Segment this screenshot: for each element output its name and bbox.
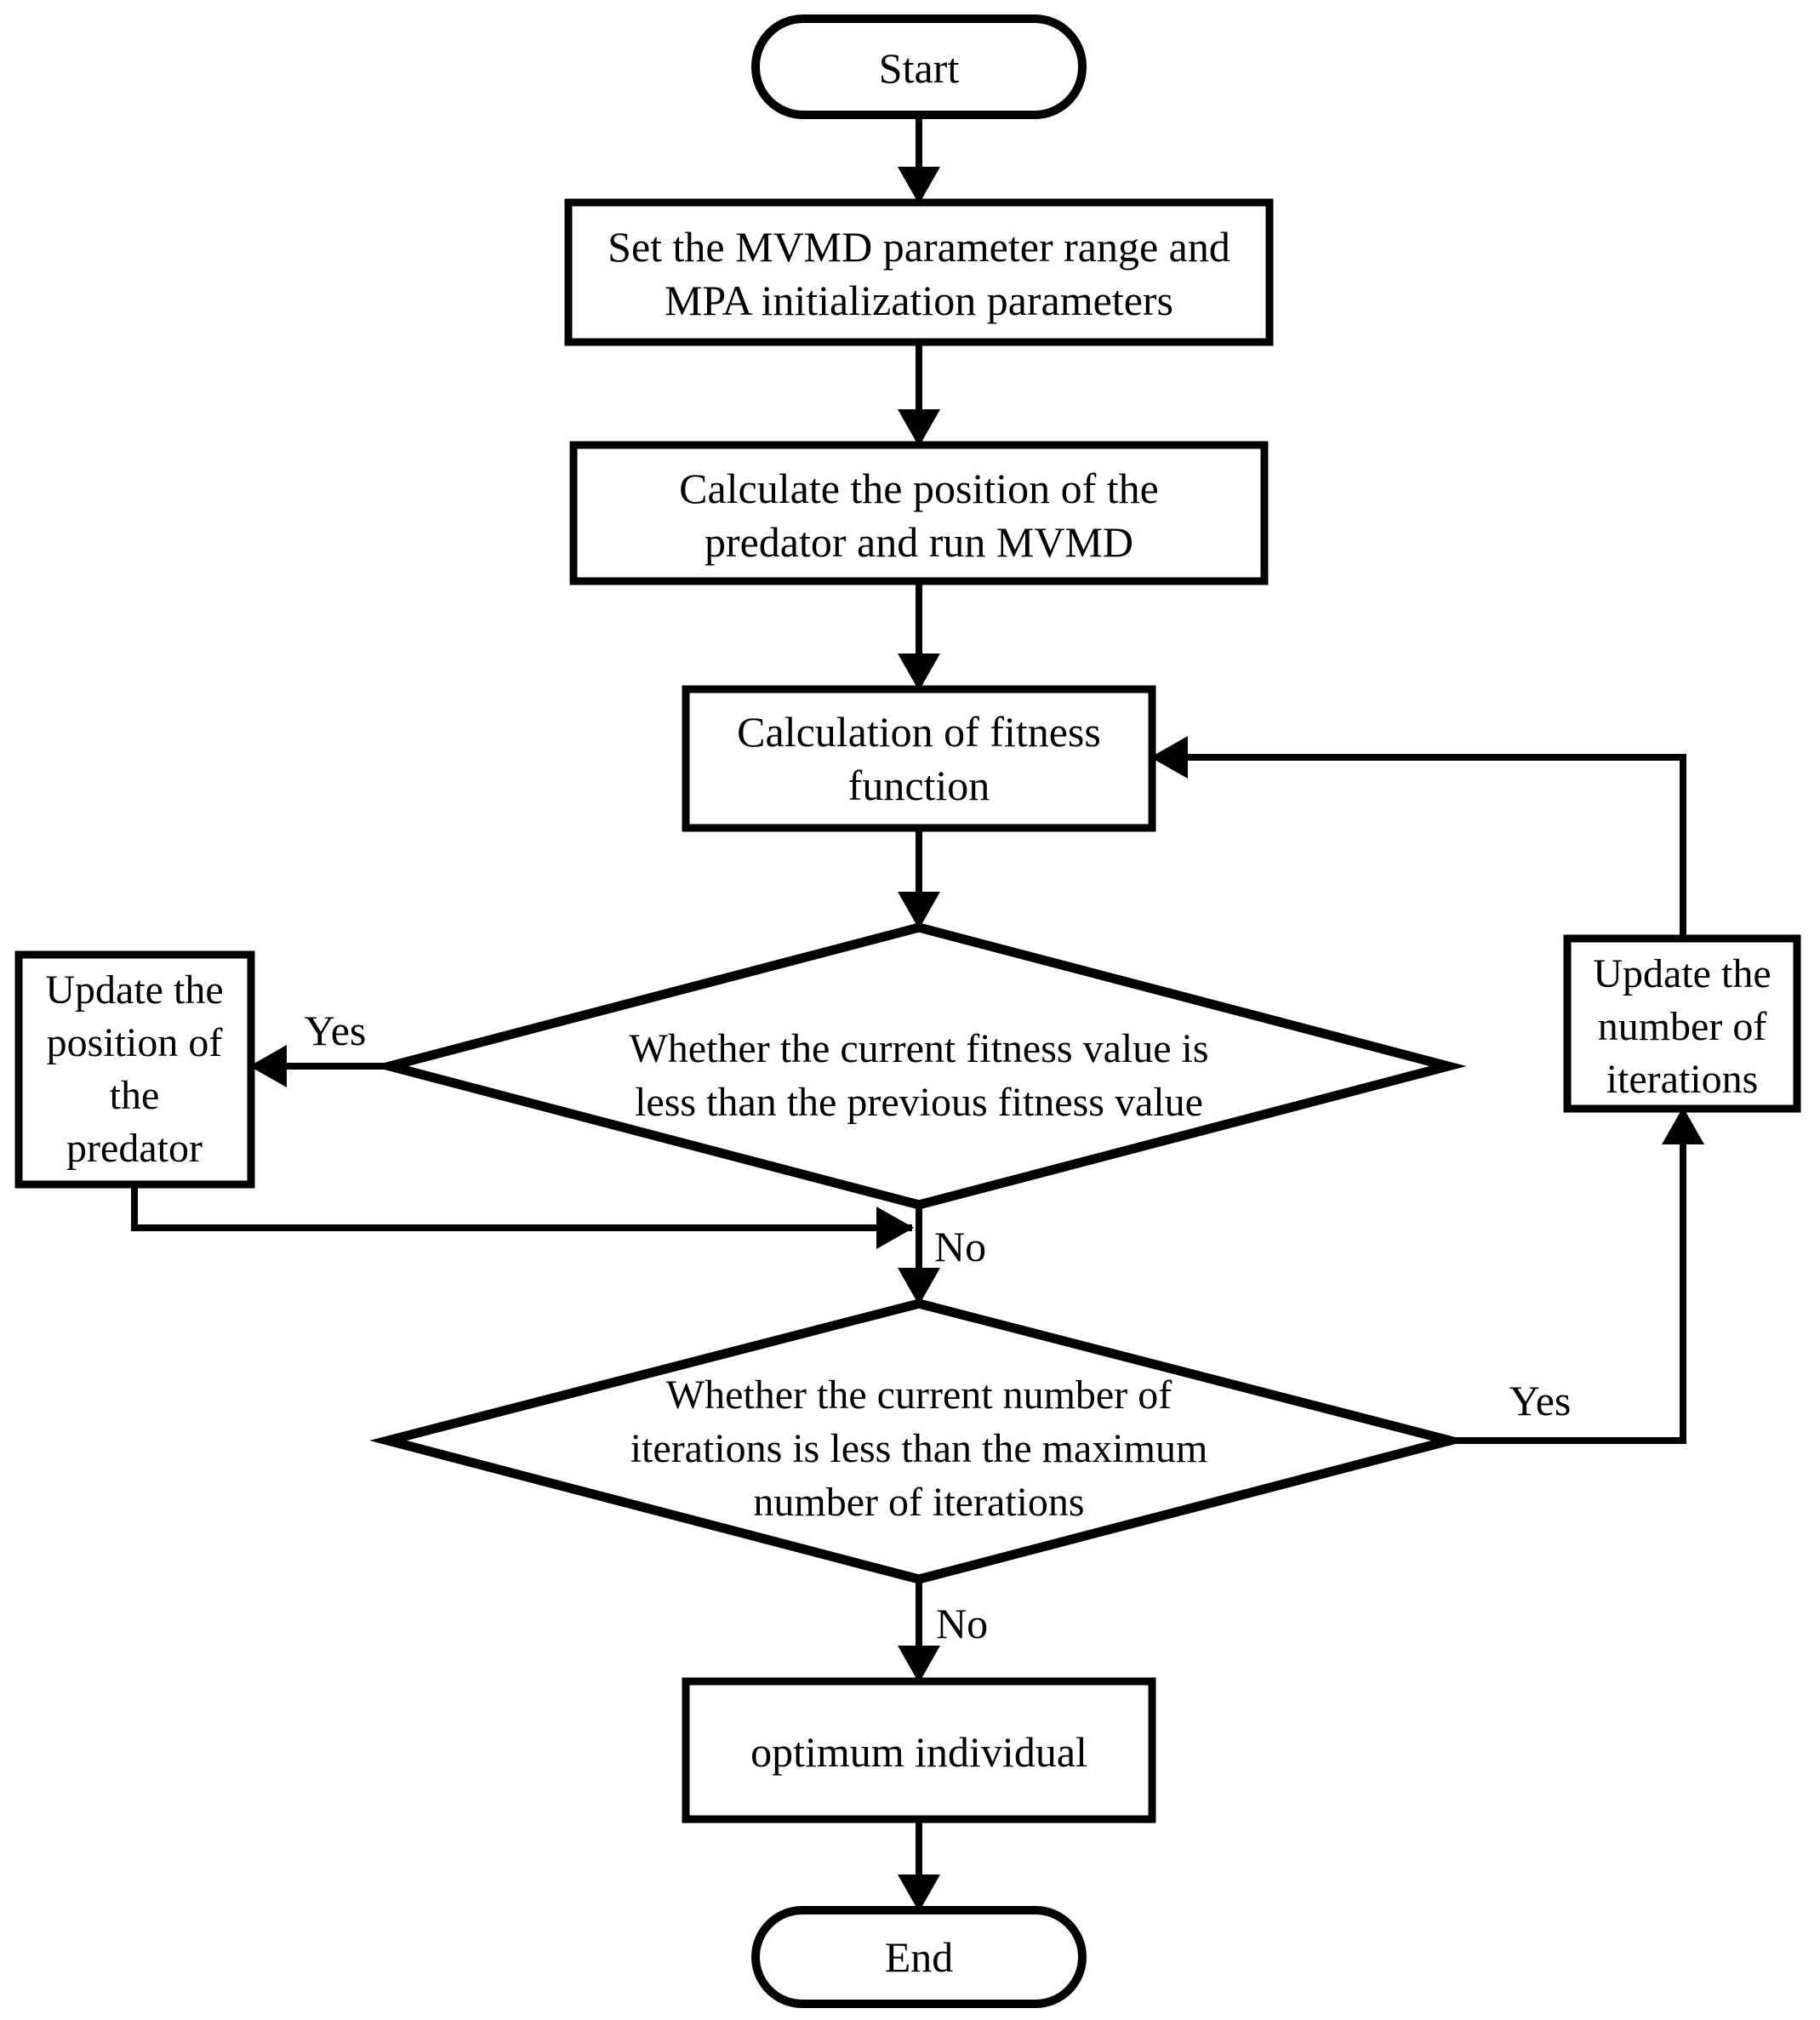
connector-update-iterations-to-fitness — [1150, 736, 1686, 939]
node-update-iterations: Update the number of iterations — [1563, 934, 1801, 1113]
node-start: Start — [751, 14, 1087, 119]
update-predator-line-3: the — [110, 1073, 160, 1118]
node-decision-iterations: Whether the current number of iterations… — [369, 1298, 1469, 1584]
update-predator-line-4: predator — [66, 1126, 203, 1171]
update-predator-line-1: Update the — [45, 967, 223, 1013]
set-params-process-shape — [564, 198, 1274, 346]
decision-iterations-line-2: iterations is less than the maximum — [630, 1426, 1208, 1471]
node-set-params: Set the MVMD parameter range and MPA ini… — [564, 198, 1274, 346]
decision-fitness-diamond-shape — [371, 922, 1467, 1210]
decision-iterations-diamond-shape — [369, 1298, 1469, 1584]
decision-fitness-line-2: less than the previous fitness value — [635, 1080, 1203, 1125]
update-iterations-line-3: iterations — [1606, 1057, 1759, 1102]
edge-label-iterations-yes: Yes — [1509, 1377, 1572, 1424]
update-predator-process-shape — [14, 950, 255, 1189]
update-predator-line-2: position of — [47, 1020, 223, 1065]
node-calc-position: Calculate the position of the predator a… — [569, 441, 1269, 585]
optimum-process-shape — [682, 1677, 1156, 1823]
end-label: End — [885, 1933, 954, 1981]
calc-position-line-1: Calculate the position of the — [679, 465, 1159, 512]
node-end: End — [751, 1906, 1087, 2008]
edge-label-fitness-yes: Yes — [305, 1007, 367, 1054]
decision-iterations-line-3: number of iterations — [753, 1480, 1084, 1525]
node-update-predator: Update the position of the predator — [14, 950, 255, 1189]
connector-update-predator-to-no-junction — [131, 1184, 914, 1249]
update-iterations-line-2: number of — [1598, 1004, 1767, 1049]
calc-position-process-shape — [569, 441, 1269, 585]
decision-iterations-line-1: Whether the current number of — [666, 1372, 1172, 1418]
start-label: Start — [879, 44, 960, 92]
node-fitness: Calculation of fitness function — [682, 685, 1156, 832]
decision-fitness-line-1: Whether the current fitness value is — [629, 1026, 1208, 1071]
fitness-process-shape — [682, 685, 1156, 832]
optimum-label: optimum individual — [750, 1728, 1087, 1776]
end-terminator-shape — [751, 1906, 1087, 2008]
edge-label-fitness-no: No — [934, 1223, 986, 1270]
node-optimum: optimum individual — [682, 1677, 1156, 1823]
update-iterations-process-shape — [1563, 934, 1801, 1113]
connector-decision-iterations-yes-to-update-iterations — [1450, 1107, 1704, 1444]
start-terminator-shape — [751, 14, 1087, 119]
update-iterations-line-1: Update the — [1593, 951, 1771, 996]
set-params-line-1: Set the MVMD parameter range and — [608, 223, 1230, 271]
edge-label-iterations-no: No — [936, 1600, 988, 1647]
fitness-line-1: Calculation of fitness — [737, 708, 1101, 756]
fitness-line-2: function — [848, 762, 990, 809]
set-params-line-2: MPA initialization parameters — [665, 277, 1173, 324]
node-decision-fitness: Whether the current fitness value is les… — [371, 922, 1467, 1210]
calc-position-line-2: predator and run MVMD — [705, 518, 1133, 566]
